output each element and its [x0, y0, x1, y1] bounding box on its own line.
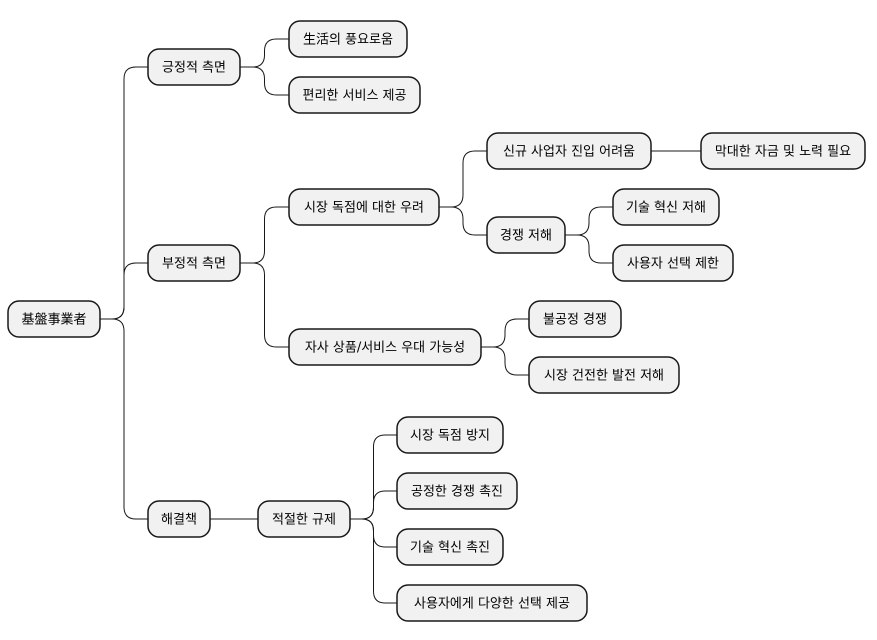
node-label-neg-tech: 기술 혁신 저해 [626, 201, 706, 216]
node-neg-choice: 사용자 선택 제한 [612, 244, 734, 282]
node-label-positive: 긍정적 측면 [162, 61, 226, 76]
edge-negative-to-neg-monopoly [240, 206, 289, 264]
node-box-negative [147, 244, 241, 282]
node-sol-4: 사용자에게 다양한 선택 제공 [396, 584, 588, 622]
node-negative: 부정적 측면 [147, 244, 241, 282]
node-label-sol-3: 기술 혁신 촉진 [410, 541, 490, 556]
edge-neg-favor-to-neg-unfair [481, 318, 529, 348]
node-box-root [7, 300, 101, 338]
edge-neg-competition-to-neg-choice [565, 234, 613, 264]
node-sol-1: 시장 독점 방지 [396, 416, 504, 454]
edge-positive-to-pos-1 [240, 38, 289, 68]
edge-neg-monopoly-to-neg-competition [439, 206, 487, 236]
node-neg-unfair: 불공정 경쟁 [528, 300, 622, 338]
node-neg-entry: 신규 사업자 진입 어려움 [486, 132, 652, 170]
node-label-neg-favor: 자사 상품/서비스 우대 가능성 [305, 341, 465, 356]
node-box-positive [147, 48, 241, 86]
node-label-neg-capital: 막대한 자금 및 노력 필요 [715, 145, 851, 160]
edge-root-to-solution [100, 318, 148, 520]
node-box-sol-regulation [257, 500, 351, 538]
edge-positive-to-pos-2 [240, 66, 289, 96]
node-sol-regulation: 적절한 규제 [257, 500, 351, 538]
node-sol-2: 공정한 경쟁 촉진 [396, 472, 518, 510]
node-box-neg-unfair [528, 300, 622, 338]
node-pos-2: 편리한 서비스 제공 [288, 76, 421, 114]
node-neg-tech: 기술 혁신 저해 [612, 188, 720, 226]
node-box-neg-entry [486, 132, 652, 170]
edge-neg-monopoly-to-neg-entry [439, 150, 487, 208]
node-label-pos-2: 편리한 서비스 제공 [303, 89, 407, 104]
edge-root-to-negative [100, 262, 148, 320]
node-box-neg-market [528, 356, 680, 394]
node-neg-capital: 막대한 자금 및 노력 필요 [700, 132, 866, 170]
edge-sol-regulation-to-sol-4 [350, 518, 397, 604]
node-box-sol-1 [396, 416, 504, 454]
node-label-neg-choice: 사용자 선택 제한 [627, 257, 719, 272]
node-label-neg-entry: 신규 사업자 진입 어려움 [503, 145, 635, 160]
node-box-sol-3 [396, 528, 504, 566]
node-label-negative: 부정적 측면 [162, 257, 226, 272]
edges-layer [100, 38, 701, 604]
node-box-sol-2 [396, 472, 518, 510]
edge-neg-favor-to-neg-market [481, 346, 529, 376]
node-label-neg-monopoly: 시장 독점에 대한 우려 [304, 201, 424, 216]
node-box-neg-monopoly [288, 188, 440, 226]
node-label-sol-1: 시장 독점 방지 [410, 429, 490, 444]
node-positive: 긍정적 측면 [147, 48, 241, 86]
node-pos-1: 生活의 풍요로움 [288, 20, 408, 58]
node-box-neg-capital [700, 132, 866, 170]
node-root: 基盤事業者 [7, 300, 101, 338]
node-box-neg-choice [612, 244, 734, 282]
node-neg-market: 시장 건전한 발전 저해 [528, 356, 680, 394]
node-solution: 해결책 [147, 500, 211, 538]
node-label-sol-2: 공정한 경쟁 촉진 [411, 485, 503, 500]
node-label-sol-4: 사용자에게 다양한 선택 제공 [414, 597, 570, 612]
edge-negative-to-neg-favor [240, 262, 289, 348]
node-label-solution: 해결책 [161, 513, 197, 528]
node-box-sol-4 [396, 584, 588, 622]
node-sol-3: 기술 혁신 촉진 [396, 528, 504, 566]
node-box-neg-tech [612, 188, 720, 226]
edge-neg-competition-to-neg-tech [565, 206, 613, 236]
node-box-solution [147, 500, 211, 538]
node-box-neg-competition [486, 216, 566, 254]
node-label-neg-market: 시장 건전한 발전 저해 [544, 369, 664, 384]
node-label-neg-unfair: 불공정 경쟁 [543, 313, 607, 328]
node-label-pos-1: 生活의 풍요로움 [303, 33, 393, 48]
node-neg-competition: 경쟁 저해 [486, 216, 566, 254]
node-box-pos-2 [288, 76, 421, 114]
node-neg-favor: 자사 상품/서비스 우대 가능성 [288, 328, 482, 366]
node-neg-monopoly: 시장 독점에 대한 우려 [288, 188, 440, 226]
node-label-neg-competition: 경쟁 저해 [500, 229, 552, 244]
node-label-sol-regulation: 적절한 규제 [272, 513, 336, 528]
node-box-pos-1 [288, 20, 408, 58]
node-label-root: 基盤事業者 [21, 312, 86, 328]
node-box-neg-favor [288, 328, 482, 366]
edge-sol-regulation-to-sol-2 [350, 490, 397, 520]
